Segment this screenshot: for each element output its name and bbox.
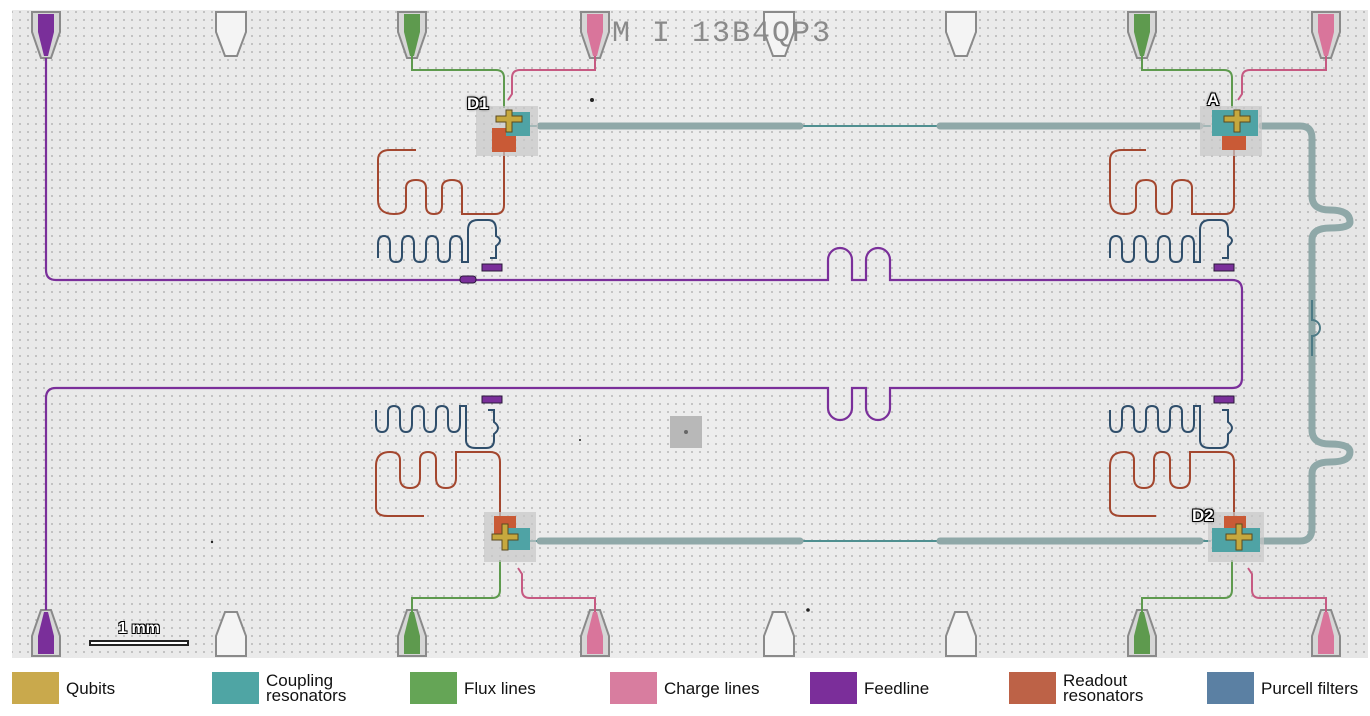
legend-item-coupling-resonators: Coupling resonators bbox=[212, 672, 346, 704]
legend-swatch bbox=[810, 672, 857, 704]
chip-micrograph bbox=[12, 10, 1368, 658]
purcell-filter-meanders bbox=[375, 219, 1233, 449]
readout-resonators bbox=[375, 149, 1235, 517]
legend-item-readout-resonators: Readout resonators bbox=[1009, 672, 1143, 704]
legend-item-qubits: Qubits bbox=[12, 672, 115, 704]
scale-bar-label: 1 mm bbox=[118, 620, 160, 637]
scale-bar: 1 mm bbox=[89, 620, 189, 646]
legend-item-purcell-filters: Purcell filters bbox=[1207, 672, 1358, 704]
ground-plane-holes bbox=[12, 10, 1368, 658]
flux-line-pads bbox=[397, 11, 1157, 657]
purcell-filter bbox=[1311, 300, 1322, 356]
legend-label: Feedline bbox=[864, 678, 930, 698]
center-alignment-mark bbox=[670, 416, 702, 448]
qubit-label-d2: D2 bbox=[1192, 506, 1214, 525]
legend-label: Qubits bbox=[66, 678, 116, 698]
legend-label: Charge lines bbox=[664, 678, 760, 698]
legend-swatch bbox=[212, 672, 259, 704]
qubit-d3 bbox=[484, 512, 536, 562]
legend-item-flux-lines: Flux lines bbox=[410, 672, 536, 704]
qubit-label-d1: D1 bbox=[467, 94, 489, 113]
legend-label: Purcell filters bbox=[1261, 678, 1359, 698]
charge-line-pads bbox=[580, 11, 1341, 657]
legend-item-feedline: Feedline bbox=[810, 672, 929, 704]
bond-pads bbox=[215, 11, 977, 657]
debris-spots bbox=[210, 98, 810, 612]
legend-swatch bbox=[1207, 672, 1254, 704]
feedline-couplers bbox=[459, 263, 1235, 404]
legend-swatch bbox=[410, 672, 457, 704]
legend: Qubits Coupling resonators Flux lines Ch… bbox=[0, 664, 1370, 714]
legend-label: Readout resonators bbox=[1063, 671, 1144, 705]
feedline-pads bbox=[31, 11, 61, 657]
legend-label: Coupling resonators bbox=[266, 671, 347, 705]
qubit-d1 bbox=[476, 106, 538, 156]
legend-swatch bbox=[1009, 672, 1056, 704]
legend-swatch bbox=[12, 672, 59, 704]
charge-lines bbox=[507, 56, 1327, 612]
feedline bbox=[44, 58, 1244, 610]
qubit-d2 bbox=[1208, 512, 1264, 562]
scale-bar-line bbox=[89, 640, 189, 646]
flux-lines bbox=[411, 56, 1233, 612]
qubit-a bbox=[1200, 106, 1262, 156]
legend-label: Flux lines bbox=[464, 678, 536, 698]
legend-item-charge-lines: Charge lines bbox=[610, 672, 759, 704]
legend-swatch bbox=[610, 672, 657, 704]
chip-id-label: M I 13B4QP3 bbox=[612, 17, 833, 51]
qubit-label-a: A bbox=[1207, 90, 1220, 109]
